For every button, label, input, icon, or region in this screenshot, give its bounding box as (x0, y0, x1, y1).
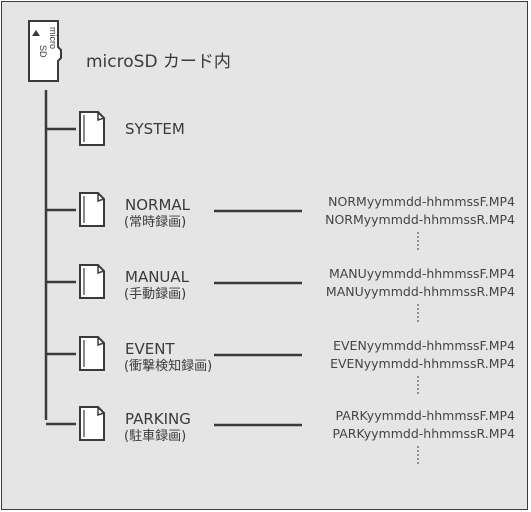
microsd-card-icon: micro SD (28, 20, 62, 82)
folder-subtitle-parking: (駐車録画) (124, 429, 187, 444)
folder-icon (79, 111, 105, 146)
more-files-dot (417, 248, 419, 250)
folder-name-parking: PARKING (125, 410, 191, 428)
more-files-dot (417, 388, 419, 390)
more-files-dot (417, 384, 419, 386)
more-files-dot (417, 312, 419, 314)
folder-name-event: EVENT (125, 340, 175, 358)
folder-icon (79, 406, 105, 441)
folder-icon (79, 192, 105, 227)
file-name: EVENyymmdd-hhmmssR.MP4 (330, 356, 515, 371)
more-files-dot (417, 232, 419, 234)
more-files-dot (417, 376, 419, 378)
file-name: PARKyymmdd-hhmmssR.MP4 (332, 426, 515, 441)
folder-icon (79, 264, 105, 299)
more-files-dot (417, 380, 419, 382)
more-files-dot (417, 392, 419, 394)
folder-subtitle-event: (衝撃検知録画) (124, 359, 213, 374)
folder-name-manual: MANUAL (125, 268, 190, 286)
more-files-dot (417, 450, 419, 452)
more-files-dot (417, 240, 419, 242)
file-name: MANUyymmdd-hhmmssF.MP4 (328, 266, 515, 281)
folder-name-system: SYSTEM (125, 120, 185, 138)
more-files-dot (417, 308, 419, 310)
more-files-dot (417, 304, 419, 306)
more-files-dot (417, 454, 419, 456)
more-files-dot (417, 316, 419, 318)
folder-subtitle-normal: (常時録画) (124, 215, 187, 230)
folder-subtitle-manual: (手動録画) (124, 287, 187, 302)
card-icon-text-bottom: SD (38, 45, 48, 58)
more-files-dot (417, 458, 419, 460)
file-name: PARKyymmdd-hhmmssF.MP4 (335, 408, 515, 423)
folder-name-normal: NORMAL (125, 196, 191, 214)
file-name: EVENyymmdd-hhmmssF.MP4 (333, 338, 515, 353)
more-files-dot (417, 320, 419, 322)
folder-icon (79, 336, 105, 371)
more-files-dot (417, 446, 419, 448)
microsd-title: microSD カード内 (86, 52, 231, 72)
more-files-dot (417, 236, 419, 238)
file-name: NORMyymmdd-hhmmssR.MP4 (325, 212, 515, 227)
more-files-dot (417, 244, 419, 246)
file-name: MANUyymmdd-hhmmssR.MP4 (325, 284, 515, 299)
file-name: NORMyymmdd-hhmmssF.MP4 (328, 194, 515, 209)
card-icon-text-top: micro (48, 27, 58, 49)
more-files-dot (417, 462, 419, 464)
